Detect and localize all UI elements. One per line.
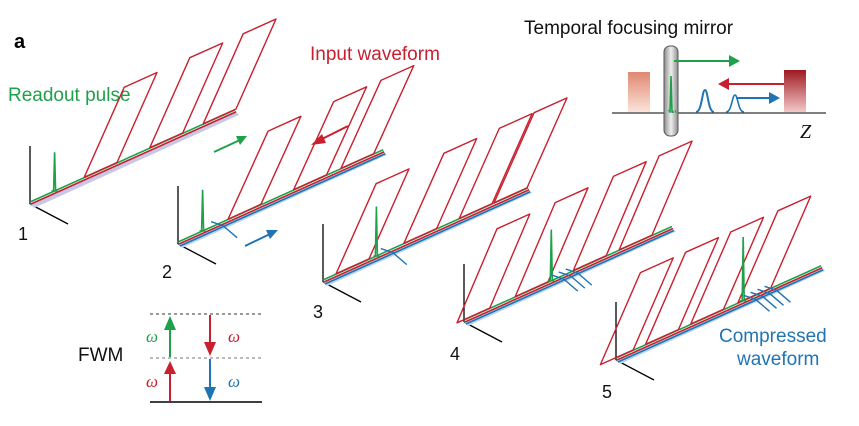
input-pulse bbox=[572, 161, 647, 272]
step-label: 4 bbox=[450, 344, 460, 364]
depth-axis bbox=[177, 243, 217, 265]
green-rail bbox=[29, 109, 236, 203]
red-rail bbox=[30, 111, 237, 205]
depth-axis bbox=[615, 359, 655, 381]
compressed-pulse bbox=[757, 288, 784, 306]
depth-axis bbox=[322, 281, 362, 303]
blue-motion-arrow bbox=[244, 233, 271, 247]
input-pulse bbox=[599, 257, 674, 366]
fwm-down-arrowhead-lower bbox=[204, 387, 216, 401]
readout-pulse bbox=[373, 206, 380, 257]
compressed-label-line2: waveform bbox=[736, 349, 819, 370]
red-arrowhead-inset bbox=[718, 78, 729, 90]
blue-rail bbox=[179, 153, 386, 247]
input-pulse bbox=[403, 137, 478, 244]
input-pulse bbox=[690, 216, 765, 325]
fwm-down-arrowhead-upper bbox=[204, 342, 216, 356]
mirror-readout-pulse bbox=[669, 75, 674, 113]
blue-rail bbox=[324, 191, 531, 285]
omega-label-up-lower: ω bbox=[146, 372, 158, 391]
compressed-pulse bbox=[558, 271, 586, 289]
green-motion-arrow bbox=[213, 139, 241, 153]
input-waveform-label: Input waveform bbox=[310, 44, 440, 65]
fwm-diagram: FWM ω ω ω ω bbox=[78, 313, 262, 403]
red-motion-arrowhead bbox=[311, 134, 326, 145]
input-pulse bbox=[83, 71, 158, 178]
input-pulse-left-block bbox=[628, 72, 650, 112]
compressed-pulse bbox=[750, 291, 777, 309]
mirror-inset: Z bbox=[612, 45, 826, 143]
depth-axis bbox=[29, 203, 69, 225]
temporal-mirror-title: Temporal focusing mirror bbox=[524, 18, 734, 39]
propagation-plane bbox=[30, 111, 240, 208]
panel-5: 5 bbox=[599, 195, 826, 402]
readout-pulse bbox=[740, 236, 747, 302]
fwm-up-arrowhead-upper bbox=[164, 316, 176, 330]
compressed-pulse bbox=[380, 247, 408, 266]
compressed-pulse bbox=[764, 285, 791, 303]
green-arrowhead-inset bbox=[729, 55, 740, 67]
readout-pulse bbox=[51, 152, 58, 192]
compressed-pulse bbox=[565, 268, 593, 286]
input-pulse bbox=[514, 187, 589, 298]
step-label: 2 bbox=[162, 262, 172, 282]
input-pulse bbox=[149, 42, 224, 149]
blue-motion-arrowhead bbox=[266, 230, 278, 239]
compressed-label-line1: Compressed bbox=[719, 326, 827, 347]
compressed-pulse-inset-1 bbox=[695, 88, 715, 113]
z-axis-label: Z bbox=[800, 121, 812, 143]
step-label: 1 bbox=[18, 224, 28, 244]
panel-4: 4 bbox=[450, 140, 693, 364]
readout-pulse bbox=[548, 229, 555, 282]
motion-arrows bbox=[213, 125, 349, 247]
red-rail bbox=[616, 267, 823, 361]
input-pulse-right-block bbox=[784, 70, 806, 112]
blue-rail bbox=[465, 229, 675, 325]
input-pulse bbox=[340, 64, 415, 170]
depth-axis bbox=[463, 321, 503, 343]
input-pulse bbox=[644, 236, 720, 345]
panel-1: 1 bbox=[18, 18, 277, 244]
compressed-pulse-inset-2 bbox=[725, 94, 745, 113]
fwm-up-arrowhead-lower bbox=[164, 361, 176, 374]
input-pulse bbox=[202, 18, 277, 125]
compressed-pulse bbox=[551, 274, 579, 292]
readout-pulse-label: Readout pulse bbox=[8, 85, 131, 106]
input-pulse bbox=[293, 86, 368, 191]
input-pulse bbox=[737, 195, 812, 304]
input-pulse bbox=[456, 213, 531, 324]
green-motion-arrowhead bbox=[236, 136, 247, 145]
compressed-pulse bbox=[210, 221, 238, 239]
blue-rail bbox=[617, 269, 824, 363]
omega-label-up-upper: ω bbox=[146, 327, 158, 346]
step-label: 3 bbox=[313, 302, 323, 322]
omega-label-down-upper: ω bbox=[228, 327, 240, 346]
input-pulse bbox=[493, 97, 568, 204]
red-rail bbox=[178, 151, 385, 245]
panels: 1 2 3 4 5 bbox=[18, 18, 826, 402]
compressed-pulse bbox=[743, 294, 770, 312]
panel-2: 2 bbox=[162, 64, 415, 282]
panel-label: a bbox=[14, 31, 26, 53]
fwm-label: FWM bbox=[78, 345, 123, 366]
input-pulse bbox=[335, 168, 410, 275]
red-rail bbox=[323, 189, 530, 283]
input-pulse bbox=[458, 112, 533, 220]
blue-arrowhead-inset bbox=[769, 92, 780, 104]
input-pulse bbox=[618, 140, 693, 251]
panel-3: 3 bbox=[313, 97, 568, 322]
input-pulse bbox=[227, 115, 302, 220]
readout-pulse bbox=[199, 189, 206, 232]
step-label: 5 bbox=[602, 382, 612, 402]
omega-label-down-lower: ω bbox=[228, 372, 240, 391]
